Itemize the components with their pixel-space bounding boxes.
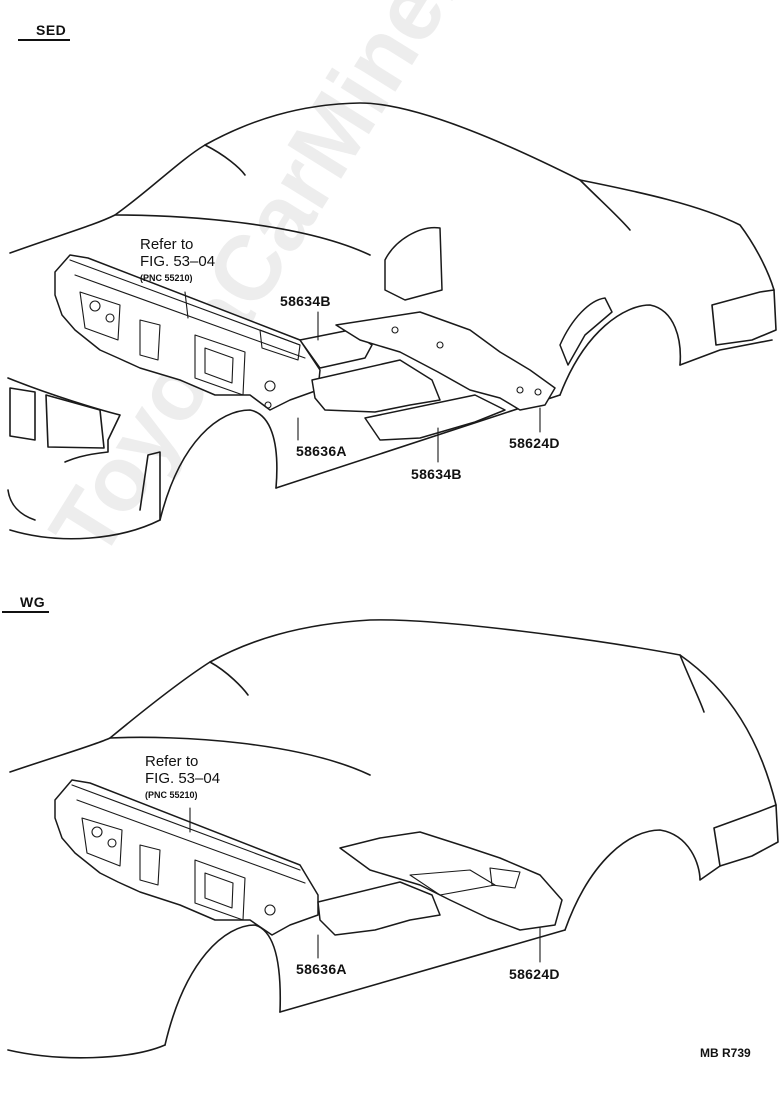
wagon-section-title: WG bbox=[2, 594, 50, 613]
wagon-refer-pnc: (PNC 55210) bbox=[145, 790, 198, 800]
sedan-car-body-outline bbox=[7, 102, 777, 540]
wagon-dash-panel bbox=[54, 779, 319, 936]
wagon-floor-silencers bbox=[317, 831, 563, 936]
wagon-car-body-outline bbox=[7, 619, 779, 1059]
sedan-section-title: SED bbox=[18, 22, 71, 41]
wagon-title-text: WG bbox=[2, 594, 50, 613]
wagon-leader-lines bbox=[189, 807, 541, 963]
sedan-title-text: SED bbox=[18, 22, 71, 41]
sedan-label-58636a: 58636A bbox=[296, 443, 347, 459]
wagon-label-58624d: 58624D bbox=[509, 966, 560, 982]
wagon-refer-line1: Refer to bbox=[145, 753, 199, 770]
wagon-refer-note: Refer to FIG. 53–04 (PNC 55210) bbox=[145, 753, 220, 804]
sedan-label-58634b-bottom: 58634B bbox=[411, 466, 462, 482]
sedan-leader-lines bbox=[184, 291, 541, 463]
sedan-label-58624d: 58624D bbox=[509, 435, 560, 451]
wagon-label-58636a: 58636A bbox=[296, 961, 347, 977]
sedan-refer-pnc: (PNC 55210) bbox=[140, 273, 193, 283]
sedan-refer-note: Refer to FIG. 53–04 (PNC 55210) bbox=[140, 236, 215, 287]
sedan-refer-line1: Refer to bbox=[140, 236, 194, 253]
sedan-refer-line2: FIG. 53–04 bbox=[140, 253, 216, 270]
sedan-floor-silencers bbox=[299, 226, 613, 441]
illustration-code: MB R739 bbox=[700, 1046, 751, 1060]
wagon-refer-line2: FIG. 53–04 bbox=[145, 770, 221, 787]
sedan-label-58634b-top: 58634B bbox=[280, 293, 331, 309]
sedan-dash-panel bbox=[54, 254, 321, 411]
